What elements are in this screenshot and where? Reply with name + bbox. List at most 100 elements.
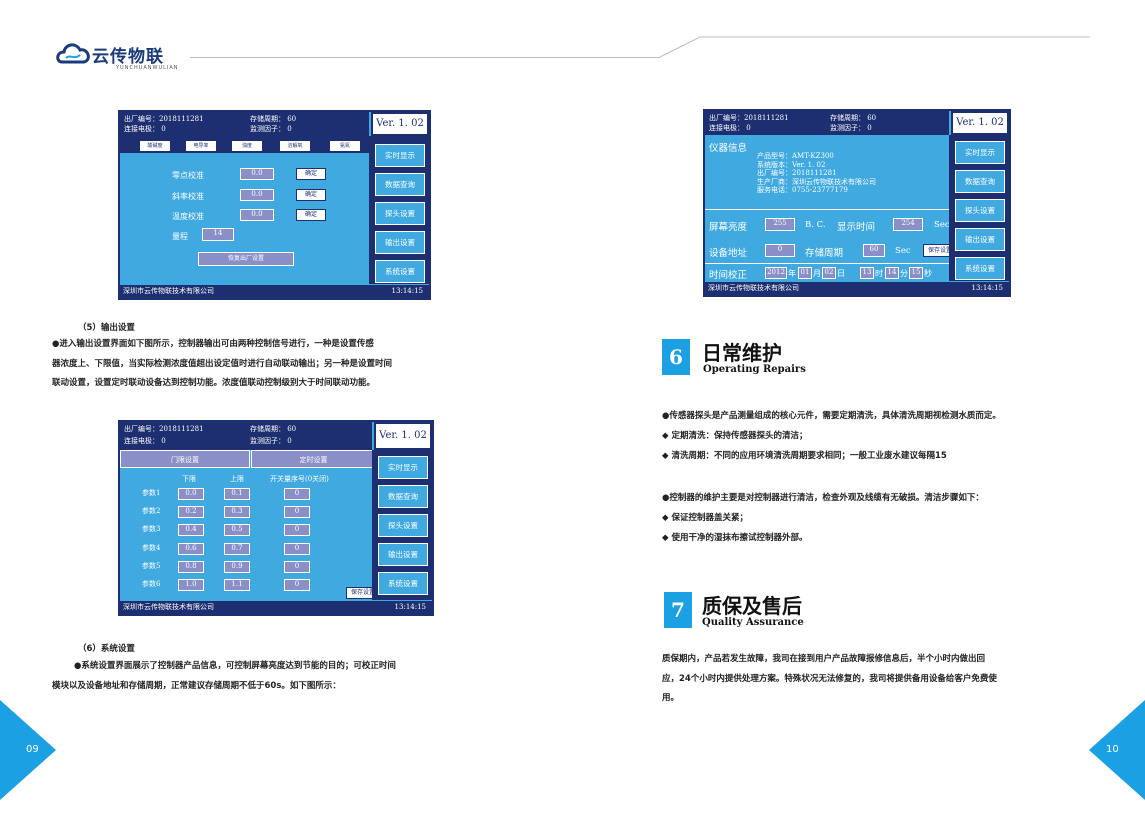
connected-electrode: 连接电极： 0 bbox=[124, 437, 166, 445]
param-low-value[interactable]: 1.0 bbox=[178, 579, 204, 591]
section-subtitle: Operating Repairs bbox=[703, 364, 806, 375]
section-title: 质保及售后 bbox=[702, 594, 802, 618]
year-unit: 年 bbox=[788, 269, 796, 278]
header-rule-slant bbox=[659, 36, 1090, 58]
zero-cal-confirm-button[interactable]: 确定 bbox=[296, 168, 326, 180]
version-label: Ver. 1. 02 bbox=[374, 422, 432, 450]
param-high-value[interactable]: 0.7 bbox=[224, 542, 250, 555]
param-switch-value[interactable]: 0 bbox=[284, 542, 310, 555]
sec-unit: Sec bbox=[895, 246, 911, 256]
tab-conductivity[interactable]: 电导率 bbox=[186, 141, 216, 151]
menu-probe-settings[interactable]: 探头设置 bbox=[955, 199, 1005, 222]
info-line: 服务电话：0755-23777179 bbox=[757, 186, 848, 194]
zero-cal-value[interactable]: 0.0 bbox=[240, 168, 274, 180]
range-value[interactable]: 14 bbox=[202, 228, 234, 241]
param-label: 参数4 bbox=[142, 543, 161, 552]
info-line: 生产厂商：深圳云传物联技术有限公司 bbox=[757, 177, 876, 186]
menu-system-settings[interactable]: 系统设置 bbox=[375, 260, 425, 283]
col-low: 下限 bbox=[182, 475, 196, 483]
param-switch-value[interactable]: 0 bbox=[284, 579, 310, 591]
menu-probe-settings[interactable]: 探头设置 bbox=[378, 514, 428, 537]
menu-data-query[interactable]: 数据查询 bbox=[955, 170, 1005, 193]
slope-cal-label: 斜率校准 bbox=[172, 192, 204, 201]
page-number-right: 10 bbox=[1106, 744, 1119, 755]
store-period: 存储周期： 60 bbox=[250, 115, 297, 123]
store-period-value[interactable]: 60 bbox=[863, 244, 885, 257]
address-label: 设备地址 bbox=[709, 248, 748, 259]
param-low-value[interactable]: 0.2 bbox=[178, 506, 204, 519]
menu-realtime[interactable]: 实时显示 bbox=[378, 456, 428, 479]
tab-timer[interactable]: 定时设置 bbox=[251, 450, 376, 468]
menu-system-settings[interactable]: 系统设置 bbox=[955, 257, 1005, 280]
tab-ph[interactable]: 酸碱度 bbox=[140, 141, 170, 151]
info-line: 产品型号：AMT-KZ300 bbox=[757, 152, 834, 160]
temp-cal-value[interactable]: 0.0 bbox=[240, 209, 274, 221]
slope-cal-value[interactable]: 0.0 bbox=[240, 189, 274, 201]
connected-electrode: 连接电极： 0 bbox=[709, 124, 751, 132]
menu-data-query[interactable]: 数据查询 bbox=[375, 173, 425, 196]
tab-ammonia[interactable]: 氨氮 bbox=[330, 141, 360, 151]
param-high-value[interactable]: 0.9 bbox=[224, 560, 250, 573]
section-system-title: （6）系统设置 bbox=[78, 644, 135, 654]
second-value[interactable]: 15 bbox=[909, 267, 923, 279]
param-low-value[interactable]: 0.8 bbox=[178, 560, 204, 573]
day-value[interactable]: 02 bbox=[822, 267, 836, 279]
display-time-value[interactable]: 254 bbox=[893, 218, 923, 231]
hour-value[interactable]: 13 bbox=[860, 267, 874, 279]
company-name: 深圳市云传物联技术有限公司 bbox=[708, 284, 799, 292]
paragraph-line: 模块以及设备地址和存储周期，正常建议存储周期不低于60s。如下图所示： bbox=[52, 681, 341, 691]
param-label: 参数5 bbox=[142, 561, 161, 570]
screen-header: 出厂编号：2018111281 存储周期： 60 连接电极： 0 监测因子： 0 bbox=[120, 422, 372, 450]
menu-realtime[interactable]: 实时显示 bbox=[375, 144, 425, 167]
paragraph-line: ◆ 定期清洗：保持传感器探头的清洁； bbox=[662, 431, 808, 441]
menu-output-settings[interactable]: 输出设置 bbox=[955, 228, 1005, 251]
slope-cal-confirm-button[interactable]: 确定 bbox=[296, 189, 326, 201]
minute-value[interactable]: 14 bbox=[885, 267, 899, 279]
tab-turbidity[interactable]: 浊度 bbox=[232, 141, 262, 151]
paragraph-line: ●进入输出设置界面如下图所示，控制器输出可由两种控制信号进行，一种是设置传感 bbox=[52, 339, 374, 349]
monitor-factor: 监测因子： 0 bbox=[250, 437, 292, 445]
store-period: 存储周期： 60 bbox=[250, 425, 297, 433]
temp-cal-confirm-button[interactable]: 确定 bbox=[296, 209, 326, 221]
param-low-value[interactable]: 0.0 bbox=[178, 488, 204, 500]
menu-data-query[interactable]: 数据查询 bbox=[378, 485, 428, 508]
save-settings-button[interactable]: 保存设置 bbox=[923, 244, 957, 257]
store-period: 存储周期： 60 bbox=[830, 114, 877, 122]
paragraph-line: ●系统设置界面展示了控制器产品信息，可控制屏幕亮度达到节能的目的；可校正时间 bbox=[74, 661, 396, 671]
monitor-factor: 监测因子： 0 bbox=[830, 124, 872, 132]
address-value[interactable]: 0 bbox=[765, 244, 795, 257]
month-unit: 月 bbox=[813, 269, 821, 278]
range-label: 量程 bbox=[172, 232, 188, 241]
menu-output-settings[interactable]: 输出设置 bbox=[378, 543, 428, 566]
brightness-value[interactable]: 255 bbox=[765, 218, 795, 231]
param-high-value[interactable]: 0.1 bbox=[224, 488, 250, 500]
menu-probe-settings[interactable]: 探头设置 bbox=[375, 202, 425, 225]
param-high-value[interactable]: 0.3 bbox=[224, 506, 250, 519]
brightness-label: 屏幕亮度 bbox=[709, 222, 748, 233]
param-switch-value[interactable]: 0 bbox=[284, 560, 310, 573]
param-switch-value[interactable]: 0 bbox=[284, 488, 310, 500]
param-switch-value[interactable]: 0 bbox=[284, 506, 310, 519]
param-high-value[interactable]: 1.1 bbox=[224, 579, 250, 591]
param-high-value[interactable]: 0.5 bbox=[224, 524, 250, 537]
year-value[interactable]: 2012 bbox=[765, 267, 787, 279]
paragraph-line: 应，24个小时内提供处理方案。特殊状况无法修复的，我司将提供备用设备给客户免费使 bbox=[662, 674, 997, 684]
menu-system-settings[interactable]: 系统设置 bbox=[378, 572, 428, 595]
time-correct-label: 时间校正 bbox=[709, 270, 748, 281]
month-value[interactable]: 01 bbox=[798, 267, 812, 279]
param-low-value[interactable]: 0.4 bbox=[178, 524, 204, 537]
param-low-value[interactable]: 0.6 bbox=[178, 542, 204, 555]
param-switch-value[interactable]: 0 bbox=[284, 524, 310, 537]
zero-cal-label: 零点校准 bbox=[172, 171, 204, 180]
factory-number: 出厂编号：2018111281 bbox=[709, 114, 789, 122]
menu-realtime[interactable]: 实时显示 bbox=[955, 141, 1005, 164]
paragraph-line: 联动设置，设置定时联动设备达到控制功能。浓度值联动控制级别大于时间联动功能。 bbox=[52, 378, 376, 388]
second-unit: 秒 bbox=[924, 269, 932, 278]
tab-threshold[interactable]: 门限设置 bbox=[120, 450, 250, 468]
restore-factory-button[interactable]: 恢复出厂设置 bbox=[198, 252, 294, 266]
sec-unit: Sec bbox=[934, 220, 950, 230]
menu-output-settings[interactable]: 输出设置 bbox=[375, 231, 425, 254]
tab-dissolved-oxygen[interactable]: 溶解氧 bbox=[280, 141, 310, 151]
